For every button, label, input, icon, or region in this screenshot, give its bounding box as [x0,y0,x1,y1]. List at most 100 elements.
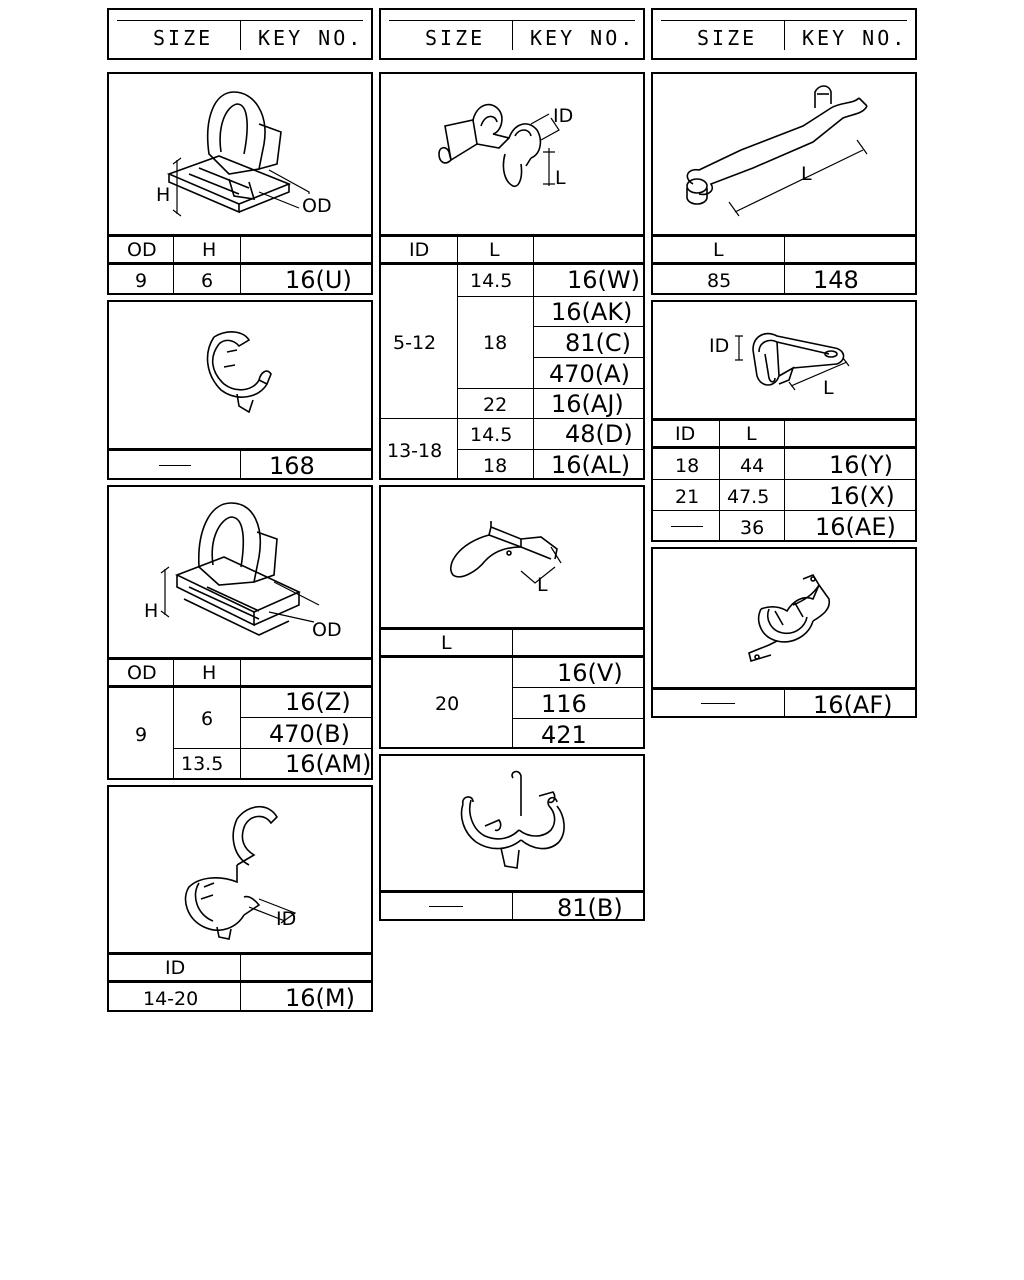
header-col2: SIZE KEY NO. [379,8,645,60]
row-rule [533,357,643,358]
col-divider [240,450,241,478]
size-dash [159,465,191,466]
cell-id: 21 [675,486,700,508]
header-divider [240,20,241,50]
col-divider [784,689,785,716]
label-od: OD [302,195,332,217]
clip-w-drawing: ID L [381,74,573,189]
label-h: H [144,600,158,622]
cell-id: 13-18 [387,440,443,462]
table-top-rule [653,687,915,690]
clip-y-drawing: ID L [709,302,915,399]
table-mid-rule [653,262,915,265]
clamp-81b-drawing [381,756,643,890]
cell-key: 16(AK) [551,298,633,326]
cell-id: 18 [675,455,700,477]
col-divider [173,659,174,778]
label-l: L [555,167,566,189]
panel-clamp-m: ID ID 14-20 16(M) [107,785,373,1012]
table-mid-rule [381,655,643,658]
label-id: ID [276,908,296,930]
panel-clip-y: ID L ID L 18 44 16(Y) 21 47.5 16(X) 36 1… [651,300,917,542]
cell-key: 16(X) [829,482,895,510]
cell-od: 9 [135,724,148,746]
col-header-l: L [713,239,724,261]
header-col3: SIZE KEY NO. [651,8,917,60]
table-mid-rule [109,262,371,265]
panel-clamp-81b: 81(B) [379,754,645,921]
header-size-label: SIZE [697,26,758,50]
cell-od: 9 [135,270,148,292]
size-dash [429,906,463,907]
row-rule [457,296,643,297]
row-rule [381,418,643,419]
cell-l: 36 [740,517,765,539]
table-top-rule [381,627,643,630]
col-divider [512,629,513,747]
panel-clamp-af: 16(AF) [651,547,917,718]
row-rule [457,449,643,450]
label-h: H [156,184,170,206]
col-header-id: ID [675,423,696,445]
col-header-h: H [202,239,217,261]
header-key-label: KEY NO. [258,26,364,50]
col-divider [240,659,241,778]
cell-key: 148 [813,266,859,294]
cell-h: 6 [201,708,214,730]
label-l: L [537,574,548,596]
cell-l: 47.5 [727,486,770,508]
table-top-rule [653,418,915,421]
header-key-label: KEY NO. [530,26,636,50]
col-header-id: ID [409,239,430,261]
col-divider [719,420,720,540]
table-top-rule [653,234,915,237]
cell-key: 16(AL) [551,451,631,479]
header-size-label: SIZE [425,26,486,50]
clamp-m-drawing: ID [109,787,371,952]
label-l: L [801,163,812,185]
panel-clip-z: H OD OD H 9 6 16(Z) 470(B) 13.5 16(AM) [107,485,373,780]
cell-key: 16(Z) [285,688,351,716]
table-top-rule [381,234,643,237]
cell-key: 16(AE) [815,513,896,541]
label-od: OD [312,619,342,641]
panel-band-148: L L 85 148 [651,72,917,295]
panel-clamp-168: 168 [107,300,373,480]
col-divider [512,892,513,919]
panel-clip-v: L L 20 16(V) 116 421 [379,485,645,749]
cell-key: 16(U) [285,266,352,294]
col-header-l: L [746,423,757,445]
table-mid-rule [381,262,643,265]
clip-u-drawing: H OD [156,74,332,217]
cell-l: 22 [483,394,508,416]
col-header-l: L [489,239,500,261]
table-top-rule [109,952,371,955]
cell-l: 18 [483,332,508,354]
header-key-label: KEY NO. [802,26,908,50]
table-top-rule [381,890,643,893]
label-id: ID [709,335,729,357]
table-mid-rule [109,980,371,983]
cell-key: 81(C) [565,329,632,357]
cell-l: 14.5 [470,424,513,446]
cell-l: 18 [483,455,508,477]
table-top-rule [109,657,371,660]
cell-l: 20 [435,693,460,715]
cell-key: 421 [541,721,587,749]
cell-id: 14-20 [143,988,199,1010]
cell-h: 13.5 [181,753,224,775]
cell-key: 16(AM) [285,750,372,778]
table-mid-rule [109,685,371,688]
band-148-drawing: L [653,74,915,234]
cell-l: 14.5 [470,270,513,292]
row-rule [173,748,371,749]
clip-v-drawing: L [381,487,643,596]
col-header-l: L [441,632,452,654]
cell-key: 116 [541,690,587,718]
table-top-rule [109,234,371,237]
label-id: ID [553,105,573,127]
row-rule [533,326,643,327]
cell-key: 16(V) [557,659,623,687]
cell-key: 470(B) [269,720,350,748]
cell-key: 16(M) [285,984,355,1012]
